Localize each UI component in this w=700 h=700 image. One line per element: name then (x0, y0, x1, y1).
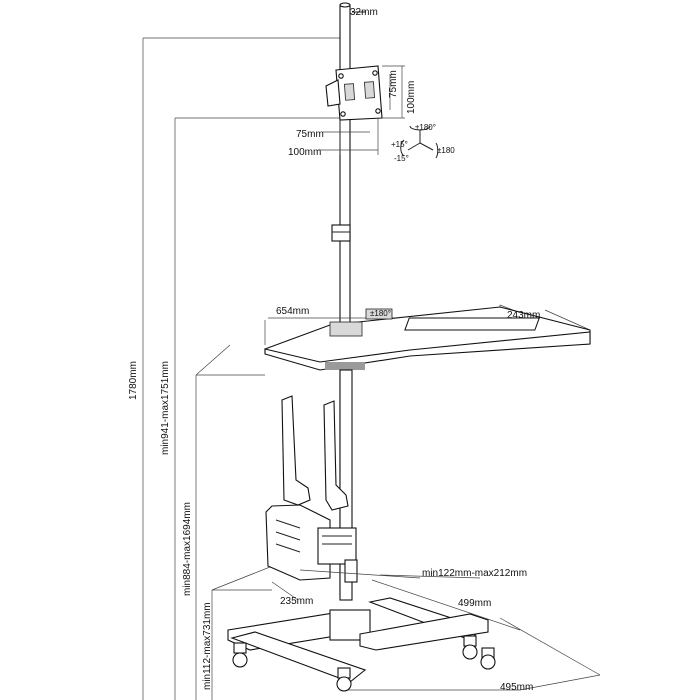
caster-wheel (480, 647, 496, 670)
vesa-plate (318, 65, 405, 155)
cpu-width-label: 235mm (280, 596, 313, 607)
keyboard-tray (264, 304, 591, 371)
pole-diameter-label: 32mm (350, 7, 378, 18)
rotation-axis-icon (400, 125, 439, 159)
base-depth-label: 499mm (458, 598, 491, 609)
cpu-holder-range-label: min122mm-max212mm (422, 568, 527, 579)
tilt-plus-label: +15° (391, 140, 408, 149)
caster-wheel (232, 642, 248, 668)
dimension-lines (142, 37, 340, 700)
rolling-base (227, 579, 601, 692)
vesa-vertical-75-label: 75mm (388, 70, 399, 98)
vesa-horizontal-100-label: 100mm (288, 147, 321, 158)
vesa-horizontal-75-label: 75mm (296, 129, 324, 140)
caster-wheel (462, 635, 478, 660)
dimension-labels: 32mm 75mm 100mm 75mm 100mm ±180° +15° -1… (128, 7, 540, 693)
base-width-label: 495mm (500, 682, 533, 693)
tray-depth-label: 243mm (507, 310, 540, 321)
base-height-range-label: min112-max731mm (202, 602, 213, 690)
rotation-top-label: ±180° (415, 123, 436, 132)
tilt-minus-label: -15° (394, 154, 409, 163)
cpu-height-range-label: min884-max1694mm (182, 502, 193, 596)
cpu-holder (265, 369, 481, 601)
tray-rotation-label: ±180° (370, 309, 391, 318)
total-height-label: 1780mm (128, 361, 139, 400)
caster-wheel (336, 667, 352, 692)
tray-width-label: 654mm (276, 306, 309, 317)
rotation-side-label: ±180 (437, 146, 455, 155)
vesa-vertical-100-label: 100mm (406, 81, 417, 114)
tray-height-range-label: min941-max1751mm (160, 361, 171, 455)
